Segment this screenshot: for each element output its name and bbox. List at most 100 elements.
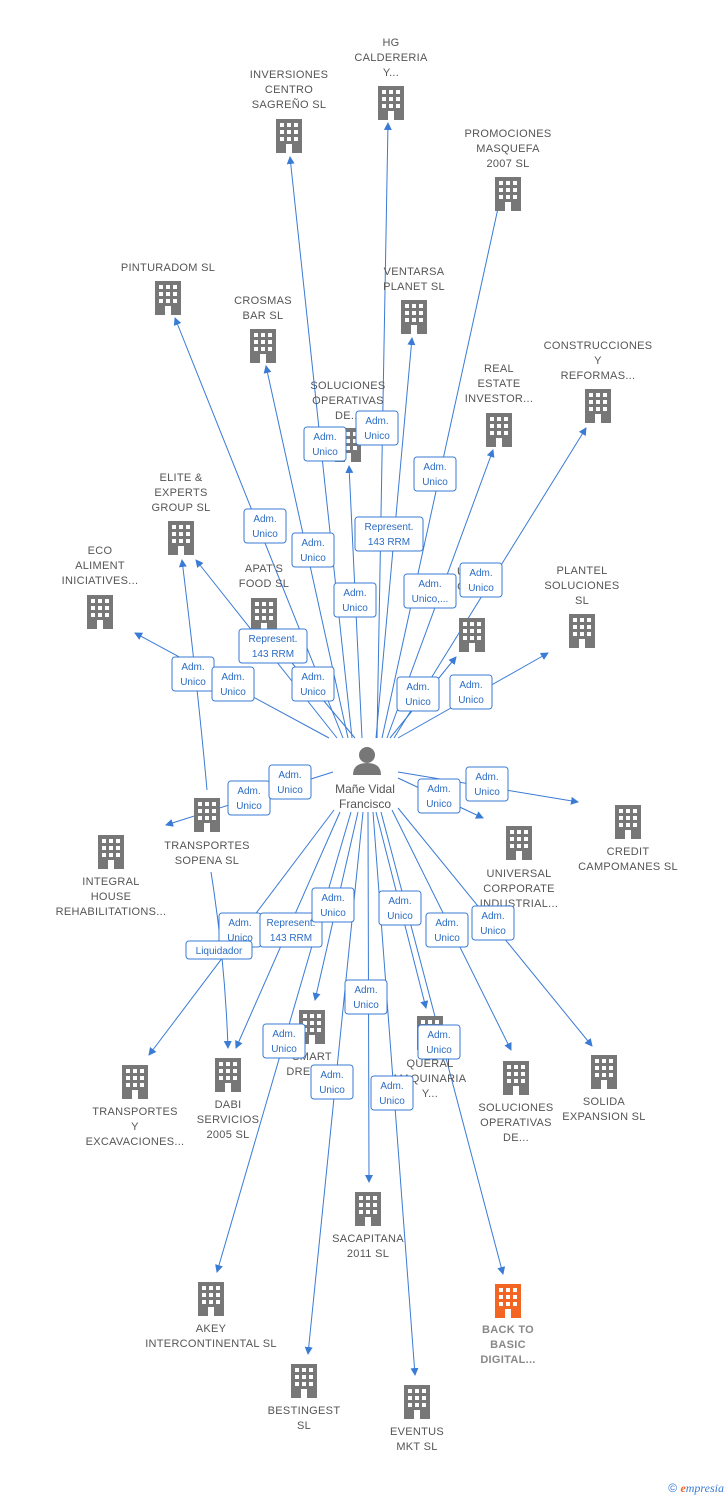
relation-label[interactable]: Adm.Unico <box>333 582 377 618</box>
relation-text: Adm. <box>221 672 244 683</box>
relation-text: Adm. <box>313 432 336 443</box>
relation-label[interactable]: Represent.143 RRM <box>259 912 323 948</box>
relation-label[interactable]: Adm.Unico <box>171 656 215 692</box>
relation-label[interactable]: Adm.Unico <box>378 890 422 926</box>
relation-label[interactable]: Represent.143 RRM <box>238 628 308 664</box>
building-icon <box>459 618 485 652</box>
relation-label[interactable]: Adm.Unico <box>425 912 469 948</box>
relation-text: Unico <box>312 447 338 458</box>
relation-box <box>333 582 377 618</box>
company-name-line: PLANET SL <box>383 281 445 293</box>
building-icon <box>495 177 521 211</box>
company-name-line: OPERATIVAS <box>312 395 384 407</box>
relation-text: Adm. <box>181 662 204 673</box>
relation-text: Adm. <box>380 1081 403 1092</box>
relation-box <box>370 1075 414 1111</box>
company-node-apats[interactable]: APAT'S FOOD SL <box>239 563 289 632</box>
company-node-hg[interactable]: HGCALDERERIAY... <box>354 37 428 120</box>
company-node-back-to-basic[interactable]: BACK TOBASICDIGITAL... <box>480 1284 535 1366</box>
company-name-line: 2011 SL <box>347 1248 389 1260</box>
relation-text: Unico <box>300 687 326 698</box>
building-icon <box>251 598 277 632</box>
relation-text: Adm. <box>343 588 366 599</box>
company-node-soluciones-top[interactable]: SOLUCIONESOPERATIVASDE... <box>310 380 385 462</box>
relation-text: Adm. <box>435 918 458 929</box>
company-node-universal[interactable]: UNIVERSALCORPORATEINDUSTRIAL... <box>480 826 558 910</box>
company-name-line: DABI <box>215 1099 242 1111</box>
company-name-line: APAT'S <box>245 563 283 575</box>
relation-label[interactable]: Adm.Unico <box>227 780 271 816</box>
relation-label[interactable]: Adm.Unico <box>268 764 312 800</box>
relation-label[interactable]: Adm. Unico <box>303 426 347 462</box>
company-node-real-estate[interactable]: REALESTATEINVESTOR... <box>465 363 534 447</box>
relation-label[interactable]: Adm.Unico <box>262 1023 306 1059</box>
company-name-line: PROMOCIONES <box>464 128 551 140</box>
relation-label[interactable]: Adm.Unico <box>211 666 255 702</box>
relation-text: Adm. <box>427 784 450 795</box>
relation-text: Adm. <box>475 772 498 783</box>
relation-box <box>262 1023 306 1059</box>
relation-label[interactable]: Adm.Unico <box>459 562 503 598</box>
relation-text: Adm. <box>406 682 429 693</box>
company-name-line: BACK TO <box>482 1324 534 1336</box>
relation-label[interactable]: Adm.Unico <box>311 887 355 923</box>
company-node-integral[interactable]: INTEGRALHOUSEREHABILITATIONS... <box>56 835 167 918</box>
relation-label[interactable]: Adm.Unico <box>310 1064 354 1100</box>
company-name-line: ECO <box>88 545 113 557</box>
relation-label[interactable]: Adm.Unico <box>417 778 461 814</box>
company-name-line: FOOD SL <box>239 578 289 590</box>
company-node-pinturadom[interactable]: PINTURADOM SL <box>121 262 215 315</box>
company-node-transportes-exc[interactable]: TRANSPORTESYEXCAVACIONES... <box>86 1065 185 1148</box>
company-name-line: CROSMAS <box>234 295 292 307</box>
building-icon <box>122 1065 148 1099</box>
relation-text: Unico <box>422 477 448 488</box>
center-person-node[interactable]: Mañe Vidal Francisco <box>335 747 395 811</box>
relation-label[interactable]: Adm.Unico <box>396 676 440 712</box>
company-name-line: VENTARSA <box>384 266 445 278</box>
relation-label[interactable]: Adm.Unico <box>243 508 287 544</box>
relation-text: Adm. <box>320 1070 343 1081</box>
relation-text: Unico <box>387 911 413 922</box>
building-icon <box>276 119 302 153</box>
company-node-eco[interactable]: ECOALIMENTINICIATIVES... <box>62 545 139 629</box>
relation-box <box>259 912 323 948</box>
relation-box <box>311 887 355 923</box>
company-name-line: SOLUCIONES <box>544 580 619 592</box>
company-name-line: SERVICIOS <box>197 1114 259 1126</box>
relation-label[interactable]: Adm.Unico <box>471 905 515 941</box>
relation-label[interactable]: Adm.Unico <box>413 456 457 492</box>
relation-label[interactable]: Adm.Unico <box>291 532 335 568</box>
relation-text: Unico <box>277 785 303 796</box>
relation-label[interactable]: Adm.Unico <box>465 766 509 802</box>
relation-label[interactable]: Adm.Unico <box>370 1075 414 1111</box>
relation-label[interactable]: Liquidador <box>185 940 253 960</box>
relation-box <box>268 764 312 800</box>
company-node-construcciones[interactable]: CONSTRUCCIONESYREFORMAS... <box>544 340 653 423</box>
relation-label[interactable]: Adm.Unico <box>291 666 335 702</box>
company-node-soluciones-bottom[interactable]: SOLUCIONESOPERATIVASDE... <box>478 1061 553 1144</box>
company-name-line: REAL <box>484 363 514 375</box>
brand-logo[interactable]: empresia <box>680 1481 724 1495</box>
relation-label[interactable]: Adm.Unico <box>344 979 388 1015</box>
relation-label[interactable]: Adm.Unico <box>449 674 493 710</box>
relation-label[interactable]: Represent.143 RRM <box>354 516 424 552</box>
relation-label[interactable]: Adm.Unico,... <box>403 573 457 609</box>
relation-box <box>355 410 399 446</box>
company-node-ventarsa[interactable]: VENTARSA PLANET SL <box>383 266 445 334</box>
relation-label[interactable]: Adm.Unico <box>355 410 399 446</box>
relation-label[interactable]: Adm.Unico <box>417 1024 461 1060</box>
relation-text: 143 RRM <box>270 933 312 944</box>
